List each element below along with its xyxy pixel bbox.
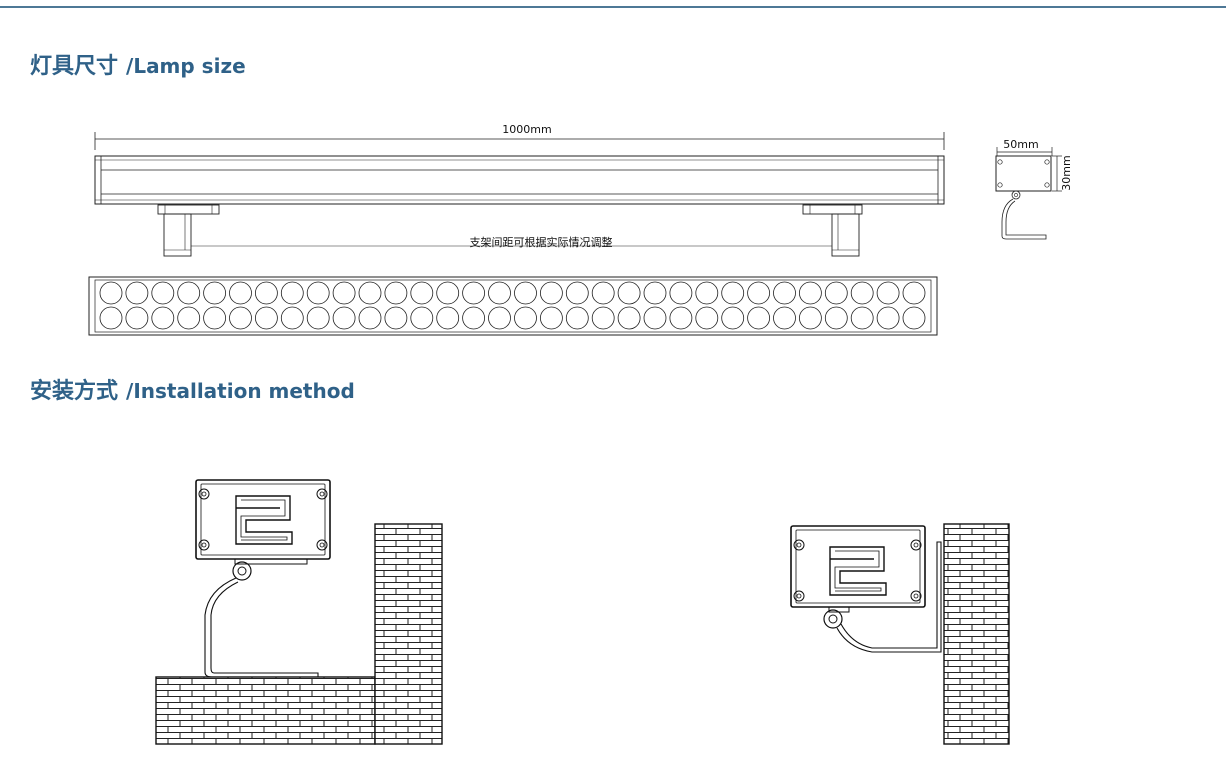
lens-circle	[514, 281, 537, 305]
lens-circle	[850, 306, 874, 330]
section-title-lamp-size: 灯具尺寸/Lamp size	[30, 48, 246, 80]
lens-circle	[125, 281, 149, 305]
lens-circle	[280, 281, 304, 305]
length-dimension-label: 1000mm	[502, 123, 551, 136]
lens-circle	[151, 306, 175, 330]
lens-circle	[643, 281, 667, 305]
lens-circle	[99, 281, 123, 305]
lens-circle	[591, 281, 615, 305]
lens-grid	[99, 281, 926, 330]
lens-circle	[280, 306, 304, 330]
lens-circle	[410, 306, 434, 330]
lens-circle	[462, 281, 486, 305]
lens-circle	[799, 281, 822, 305]
lamp-front-view	[88, 276, 938, 336]
section-title-installation-en: /Installation method	[126, 379, 355, 403]
height-dimension-label: 30mm	[1060, 155, 1073, 190]
lens-circle	[669, 306, 693, 330]
lens-circle	[332, 306, 356, 330]
lens-circle	[773, 281, 796, 305]
lens-circle	[695, 281, 719, 305]
lens-circle	[540, 281, 563, 305]
lamp-end-view	[995, 147, 1062, 240]
lens-circle	[254, 281, 278, 305]
bracket-spacing-note: 支架间距可根据实际情况调整	[470, 235, 613, 249]
lens-circle	[721, 306, 745, 330]
lens-circle	[565, 306, 589, 330]
lens-circle	[565, 281, 589, 305]
installation-wall-mount	[790, 523, 1010, 745]
lens-circle	[643, 306, 667, 330]
lens-circle	[591, 306, 615, 330]
lens-circle	[229, 306, 252, 330]
lens-circle	[747, 306, 770, 330]
lens-circle	[773, 306, 796, 330]
lens-circle	[384, 306, 408, 330]
lens-circle	[876, 281, 900, 305]
lens-circle	[358, 281, 382, 305]
lens-circle	[436, 306, 460, 330]
lens-circle	[824, 281, 848, 305]
lens-circle	[824, 306, 848, 330]
section-title-installation: 安装方式/Installation method	[30, 373, 355, 405]
lens-circle	[306, 281, 330, 305]
lens-circle	[410, 281, 434, 305]
lamp-side-view	[94, 132, 945, 257]
lens-circle	[876, 306, 900, 330]
lens-circle	[384, 281, 408, 305]
lens-circle	[850, 281, 874, 305]
lens-circle	[203, 281, 227, 305]
section-title-lamp-size-en: /Lamp size	[126, 54, 246, 78]
lens-circle	[358, 306, 382, 330]
installation-ground-mount	[155, 479, 443, 745]
lens-circle	[462, 306, 486, 330]
lens-circle	[902, 306, 926, 330]
top-divider	[0, 6, 1226, 8]
section-title-installation-cn: 安装方式	[30, 379, 119, 404]
lens-circle	[229, 281, 252, 305]
lens-circle	[799, 306, 822, 330]
lens-circle	[332, 281, 356, 305]
lens-circle	[177, 281, 201, 305]
lens-circle	[254, 306, 278, 330]
lens-circle	[151, 281, 175, 305]
lens-circle	[436, 281, 460, 305]
width-dimension-label: 50mm	[1003, 138, 1038, 151]
lens-circle	[177, 306, 201, 330]
lens-circle	[488, 306, 511, 330]
lens-circle	[306, 306, 330, 330]
lens-circle	[125, 306, 149, 330]
lens-circle	[203, 306, 227, 330]
lens-circle	[669, 281, 693, 305]
lens-circle	[514, 306, 537, 330]
lens-circle	[721, 281, 745, 305]
lens-circle	[902, 281, 926, 305]
lens-circle	[99, 306, 123, 330]
lens-circle	[488, 281, 511, 305]
lens-circle	[695, 306, 719, 330]
lens-circle	[540, 306, 563, 330]
lens-circle	[617, 306, 641, 330]
lens-circle	[617, 281, 641, 305]
lens-circle	[747, 281, 770, 305]
section-title-lamp-size-cn: 灯具尺寸	[30, 54, 119, 79]
